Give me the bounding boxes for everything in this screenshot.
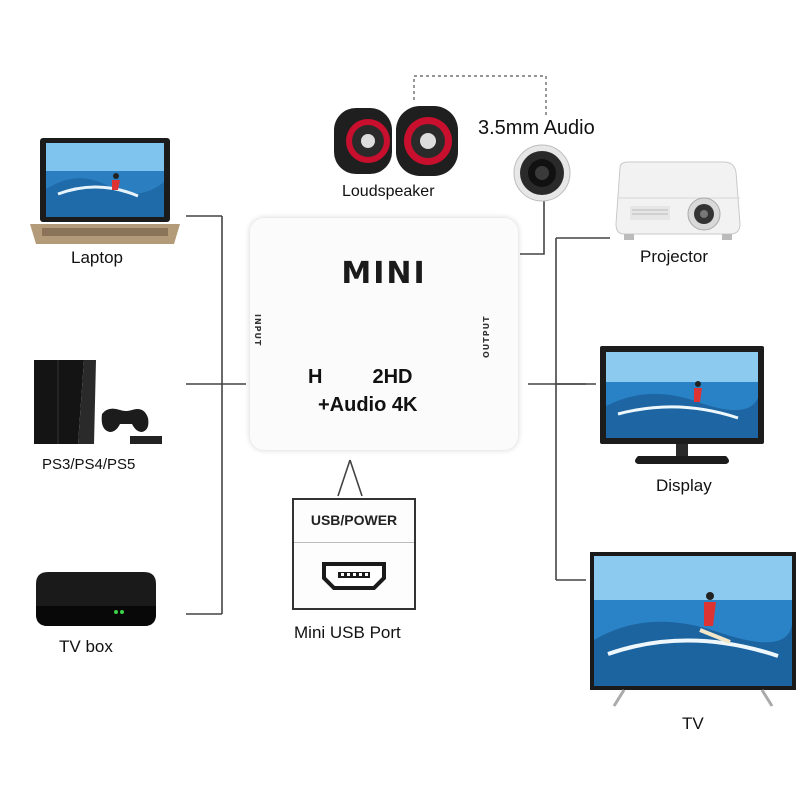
audio-dashed-link xyxy=(413,75,547,118)
converter-device: MINI INPUT OUTPUT H 2HD +Audio 4K xyxy=(250,218,518,450)
tv-box-icon xyxy=(36,572,156,626)
audio-jack-label: 3.5mm Audio xyxy=(478,117,595,139)
usb-panel-title: USB/POWER xyxy=(310,512,398,528)
tvbox-label: TV box xyxy=(59,637,113,656)
device-line1-left: H xyxy=(308,366,323,388)
device-line2: +Audio 4K xyxy=(318,394,418,416)
audio-connector xyxy=(520,200,545,255)
device-line1: H 2HD xyxy=(308,366,412,389)
projector-label: Projector xyxy=(640,247,709,266)
display-label: Display xyxy=(656,476,712,495)
loudspeaker-label: Loudspeaker xyxy=(342,183,435,200)
laptop-icon xyxy=(30,138,180,244)
device-title: MINI xyxy=(341,256,427,291)
tv-label: TV xyxy=(682,714,704,733)
usb-port-label: Mini USB Port xyxy=(294,623,401,642)
output-tag: OUTPUT xyxy=(482,315,491,358)
game-console-icon xyxy=(34,360,162,444)
projector-icon xyxy=(615,161,741,240)
usb-connector xyxy=(337,459,363,497)
input-tag: INPUT xyxy=(253,314,262,347)
mini-usb-port-icon xyxy=(322,562,386,590)
loudspeaker-icon xyxy=(334,106,458,176)
audio-jack-icon xyxy=(513,144,571,202)
console-label: PS3/PS4/PS5 xyxy=(42,456,136,473)
monitor-icon xyxy=(600,346,764,464)
tv-icon xyxy=(590,552,796,707)
usb-port-panel: USB/POWER xyxy=(292,498,416,610)
laptop-label: Laptop xyxy=(71,248,123,267)
usb-panel-divider xyxy=(294,542,414,543)
device-line1-right: 2HD xyxy=(372,366,413,388)
